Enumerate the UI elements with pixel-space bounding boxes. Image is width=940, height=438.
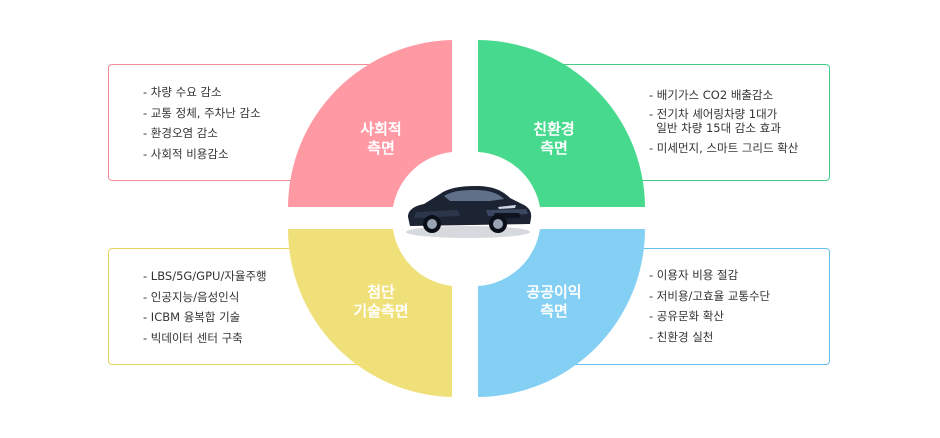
social-title-line1: 사회적 [360,120,402,138]
eco-title-line1: 친환경 [533,120,575,138]
social-title-line2: 측면 [367,139,395,157]
list-item: - LBS/5G/GPU/자율주행 [143,269,267,283]
public-quadrant-label: 공공이익 측면 [494,283,614,321]
public-quadrant [478,229,645,397]
list-item: - 인공지능/음성인식 [143,289,240,304]
list-item: - 미세먼지, 스마트 그리드 확산 [649,141,799,155]
eco-items-list: - 배기가스 CO2 배출감소 - 전기차 셰어링차량 1대가 일반 차량 15… [649,86,798,157]
tech-title-line2: 기술측면 [353,302,409,320]
public-title-line2: 측면 [540,302,568,320]
list-item: - 전기차 셰어링차량 1대가 일반 차량 15대 감소 효과 [649,107,781,135]
tech-items-list: - LBS/5G/GPU/자율주행 - 인공지능/음성인식 - ICBM 융복합… [143,266,267,348]
social-quadrant-label: 사회적 측면 [321,120,441,158]
list-item: - 교통 정체, 주차난 감소 [143,105,261,120]
list-item: - ICBM 융복합 기술 [143,310,241,324]
list-item: - 환경오염 감소 [143,126,218,140]
social-items-list: - 차량 수요 감소 - 교통 정체, 주차난 감소 - 환경오염 감소 - 사… [143,82,261,164]
tech-title-line1: 첨단 [367,283,395,301]
list-item: - 저비용/고효율 교통수단 [649,288,771,303]
eco-title-line2: 측면 [540,139,568,157]
list-item: - 차량 수요 감소 [143,85,222,99]
list-item: - 빅데이터 센터 구축 [143,330,243,345]
tech-quadrant [288,229,452,397]
list-item: - 사회적 비용감소 [143,146,229,161]
public-title-line1: 공공이익 [526,283,582,301]
list-item: - 친환경 실천 [649,329,714,344]
list-item: - 배기가스 CO2 배출감소 [649,88,774,102]
list-item: - 이용자 비용 절감 [649,268,739,282]
public-items-list: - 이용자 비용 절감 - 저비용/고효율 교통수단 - 공유문화 확산 - 친… [649,265,770,347]
list-item: - 공유문화 확산 [649,309,724,323]
eco-quadrant [478,40,645,207]
eco-quadrant-label: 친환경 측면 [494,120,614,158]
social-quadrant [288,40,452,207]
tech-quadrant-label: 첨단 기술측면 [321,283,441,321]
car-icon [406,186,532,238]
